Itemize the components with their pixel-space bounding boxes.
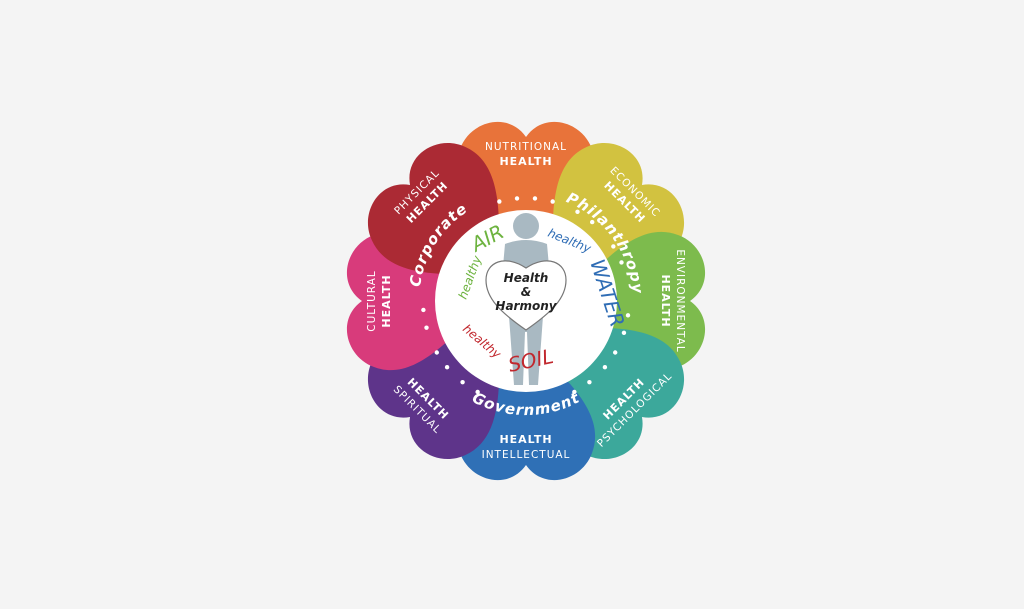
petal-label-health: HEALTH — [499, 433, 552, 446]
ring-dot — [514, 196, 520, 201]
ring-dot — [497, 199, 502, 204]
ring-dot — [587, 379, 592, 385]
ring-dots — [421, 196, 631, 395]
heart-text-harmony: Harmony — [495, 299, 557, 313]
petal-label-health: HEALTH — [499, 155, 552, 168]
ring-dot — [572, 389, 577, 395]
ring-dot — [475, 389, 480, 395]
heart-text-health: Health — [504, 271, 549, 285]
ring-dot — [434, 350, 439, 355]
ring-dot — [602, 365, 608, 370]
petal-label: CULTURAL — [366, 270, 378, 331]
ring-dot — [621, 330, 627, 336]
ring-dot — [421, 307, 426, 313]
ring-dot — [532, 196, 538, 201]
ring-dot — [460, 379, 465, 385]
ring-dot — [424, 325, 429, 330]
petal-label-health: HEALTH — [380, 274, 393, 327]
ring-dot — [444, 365, 450, 370]
petal-label-health: HEALTH — [659, 274, 672, 327]
heart-icon: Health & Harmony — [485, 260, 567, 331]
ring-dot — [619, 260, 624, 265]
ring-dot — [625, 313, 631, 318]
petal-label: ENVIRONMENTAL — [674, 249, 686, 352]
ring-dot — [550, 199, 555, 204]
heart-text-ampersand: & — [521, 285, 531, 299]
ring-dot — [611, 244, 616, 249]
ring-dot — [590, 219, 595, 225]
ring-dot — [613, 350, 618, 355]
ring-dot — [575, 209, 580, 214]
petal-label: INTELLECTUAL — [482, 449, 571, 461]
petal-label: NUTRITIONAL — [485, 141, 567, 153]
